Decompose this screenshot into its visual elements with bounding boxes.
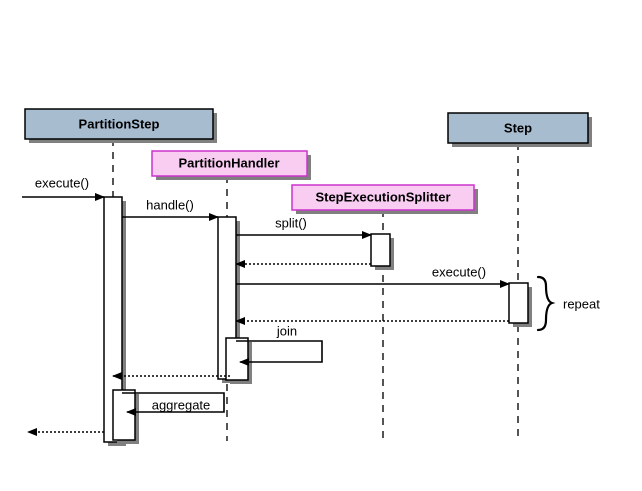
message-label-join: join <box>276 323 297 338</box>
participant-step-execution-splitter[interactable]: StepExecutionSplitter <box>291 184 478 214</box>
activation-bar-step-execution-splitter <box>370 233 391 267</box>
participant-partition-step[interactable]: PartitionStep <box>24 108 217 143</box>
message-label-execute-step: execute() <box>432 264 486 279</box>
participant-step-box <box>447 112 589 144</box>
repeat-brace-icon <box>536 275 556 332</box>
participant-step-execution-splitter-box <box>291 184 475 211</box>
message-labels-group: execute() handle() split() execute() joi… <box>35 175 600 412</box>
message-arrow-aggregate-self <box>122 392 225 416</box>
activation-bar-partition-handler-join <box>225 337 249 381</box>
participant-partition-handler[interactable]: PartitionHandler <box>151 150 311 180</box>
message-label-aggregate: aggregate <box>152 397 211 412</box>
message-label-split: split() <box>275 215 307 230</box>
message-arrow-join-self <box>236 340 323 366</box>
activation-bars-group <box>103 196 532 446</box>
participant-boxes-group: PartitionStep Step PartitionHandler Step… <box>24 108 592 214</box>
participant-step[interactable]: Step <box>447 112 592 147</box>
participant-partition-step-box <box>24 108 214 140</box>
note-label-repeat: repeat <box>563 296 600 311</box>
messages-group <box>22 193 510 436</box>
participant-step-label: Step <box>504 120 532 135</box>
activation-bar-partition-step <box>103 196 123 443</box>
activation-bar-partition-step-aggregate <box>112 389 136 441</box>
message-label-execute-in: execute() <box>35 175 89 190</box>
participant-partition-step-label: PartitionStep <box>79 116 160 131</box>
participant-partition-handler-box <box>151 150 308 177</box>
activation-bar-step <box>508 282 529 324</box>
repeat-brace-group <box>536 275 556 332</box>
participant-partition-handler-label: PartitionHandler <box>178 155 279 170</box>
message-label-handle: handle() <box>146 197 194 212</box>
participant-step-execution-splitter-label: StepExecutionSplitter <box>315 189 450 204</box>
